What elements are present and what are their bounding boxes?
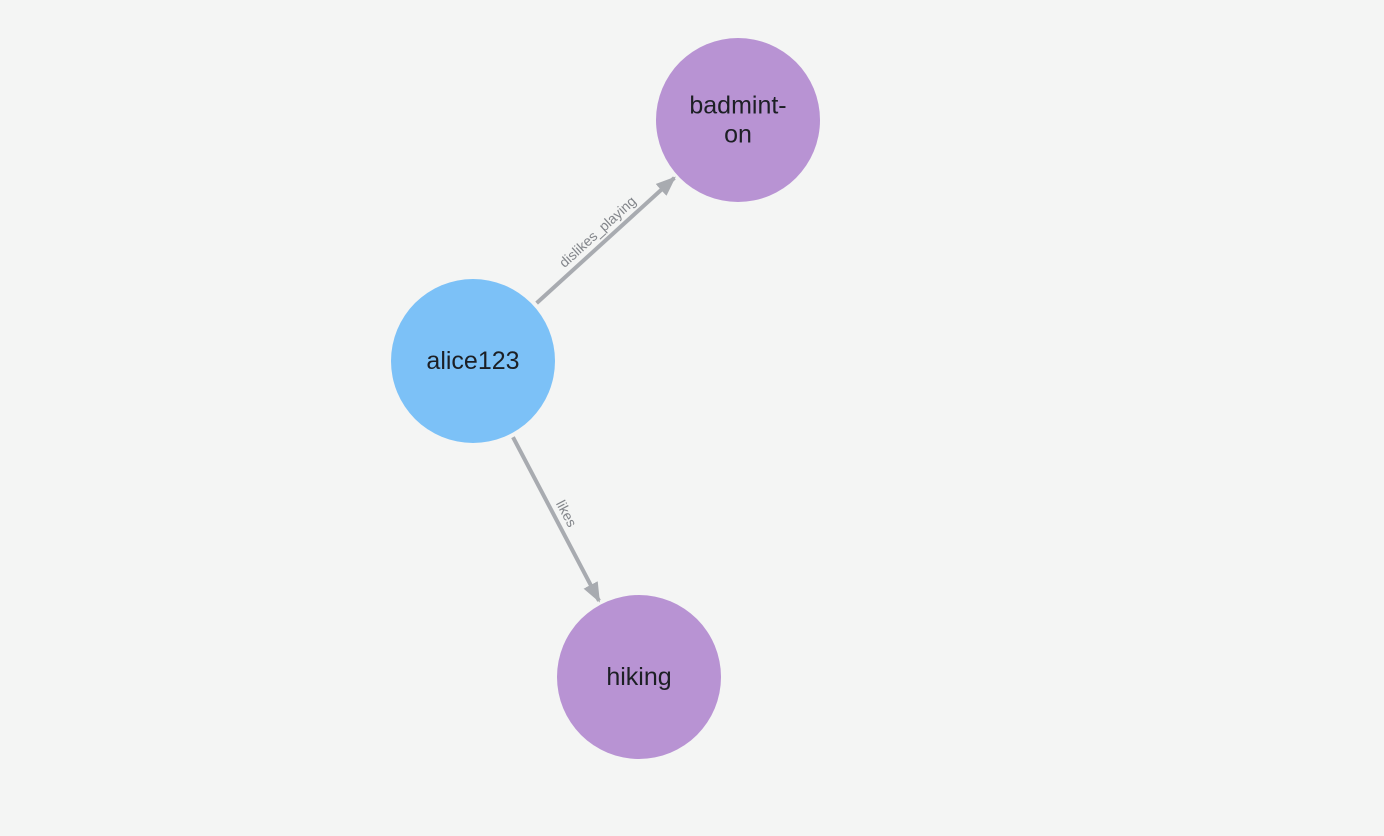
graph-node-badminton[interactable]: badmint-on xyxy=(656,38,820,202)
node-circle[interactable] xyxy=(391,279,555,443)
graph-edge-likes[interactable]: likes xyxy=(511,436,601,603)
graph-edge-dislikes_playing[interactable]: dislikes_playing xyxy=(535,176,676,305)
graph-node-alice123[interactable]: alice123 xyxy=(391,279,555,443)
node-circle[interactable] xyxy=(557,595,721,759)
node-circle[interactable] xyxy=(656,38,820,202)
edge-line[interactable] xyxy=(511,436,601,603)
nodes-layer: alice123 badmint-on hiking xyxy=(391,38,820,759)
edge-line[interactable] xyxy=(535,176,676,305)
graph-node-hiking[interactable]: hiking xyxy=(557,595,721,759)
edge-label: dislikes_playing xyxy=(556,193,639,271)
